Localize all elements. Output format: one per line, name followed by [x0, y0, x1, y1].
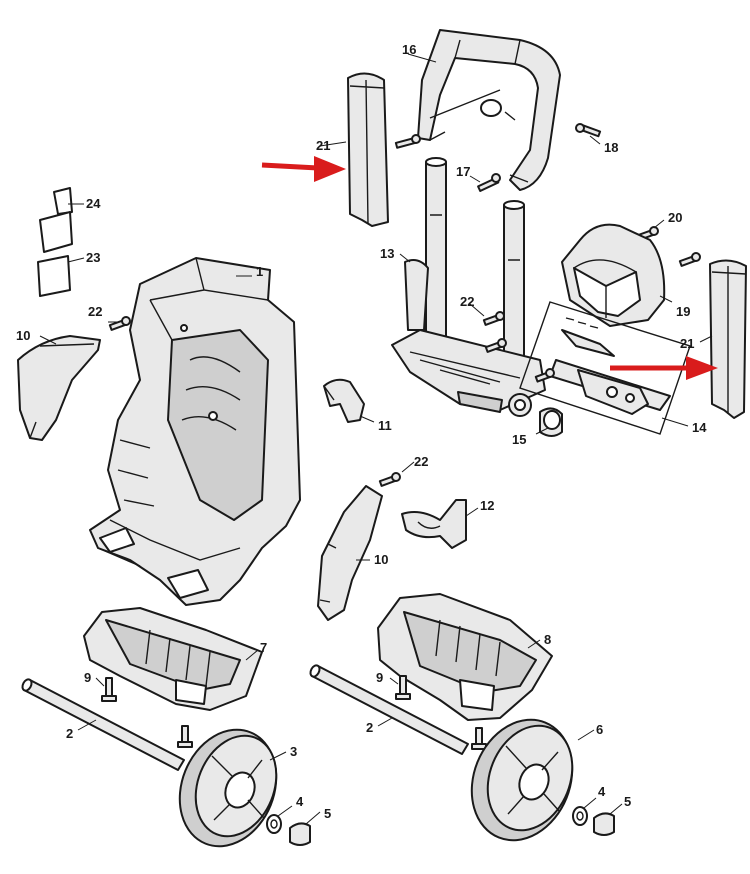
callout-2-right: 2 — [366, 720, 373, 735]
callout-19: 19 — [676, 304, 690, 319]
callout-24: 24 — [86, 196, 101, 211]
part-15-knob — [539, 407, 563, 437]
screw-right-lower — [534, 368, 555, 383]
part-17-screw — [477, 173, 501, 192]
frame-base-plate — [391, 329, 546, 413]
part-5-cap-right — [593, 812, 615, 836]
screw-right — [678, 252, 701, 267]
callout-8: 8 — [544, 632, 551, 647]
callout-2-left: 2 — [66, 726, 73, 741]
part-8-foot-right — [377, 593, 553, 721]
callout-9-left: 9 — [84, 670, 91, 685]
callout-23: 23 — [86, 250, 100, 265]
callout-5-left: 5 — [324, 806, 331, 821]
screw-under-axle-right — [471, 727, 487, 750]
callout-22-middle: 22 — [460, 294, 474, 309]
callout-21-left: 21 — [316, 138, 330, 153]
part-23-label — [37, 255, 71, 297]
callout-16: 16 — [402, 42, 416, 57]
callout-10-left: 10 — [16, 328, 30, 343]
callout-14: 14 — [692, 420, 707, 435]
part-22-screw-a — [108, 316, 131, 331]
part-21-cover-strip-right — [709, 259, 747, 419]
part-4-washer-left — [266, 814, 282, 834]
callout-22-left: 22 — [88, 304, 102, 319]
leader-lines — [39, 53, 713, 825]
part-22-screw-b — [482, 311, 505, 326]
callout-21-right: 21 — [680, 336, 694, 351]
callout-13: 13 — [380, 246, 394, 261]
part-2-axle-right — [309, 664, 469, 755]
part-9-screw-right — [395, 675, 411, 700]
screw-top-center — [394, 134, 421, 149]
callout-3: 3 — [290, 744, 297, 759]
callout-17: 17 — [456, 164, 470, 179]
callout-12: 12 — [480, 498, 494, 513]
part-3-wheel-left — [178, 728, 278, 848]
callout-10-right: 10 — [374, 552, 388, 567]
callout-15: 15 — [512, 432, 526, 447]
callout-7: 7 — [260, 640, 267, 655]
callout-1: 1 — [256, 264, 263, 279]
part-22-screw-c — [484, 338, 507, 353]
part-19-holder — [561, 223, 666, 327]
part-9-screw-left — [101, 677, 117, 702]
callout-18: 18 — [604, 140, 618, 155]
callout-11: 11 — [378, 418, 392, 433]
part-4-washer-right — [572, 806, 588, 826]
part-11-clip — [323, 378, 365, 423]
part-10-side-panel-right — [317, 485, 383, 621]
part-7-foot-left — [83, 607, 263, 711]
part-21-cover-strip-left — [347, 72, 389, 227]
tube-connector — [508, 393, 532, 417]
part-22-screw-d — [378, 472, 401, 487]
callout-4-left: 4 — [296, 794, 304, 809]
part-6-wheel-right — [470, 718, 574, 842]
part-12-holder — [401, 499, 467, 549]
screw-under-axle-left — [177, 725, 193, 748]
red-arrow-right — [610, 356, 718, 380]
callout-20: 20 — [668, 210, 682, 225]
red-arrow-left — [261, 156, 346, 182]
part-10-side-panel-left — [17, 335, 101, 441]
part-24-label — [39, 187, 73, 253]
callout-4-right: 4 — [598, 784, 606, 799]
part-13-hose-holder — [404, 259, 429, 331]
callout-6: 6 — [596, 722, 603, 737]
callout-labels: 1 2 2 3 4 4 5 5 6 7 8 9 9 10 10 11 12 13… — [16, 42, 707, 821]
part-16-handle — [417, 29, 561, 191]
callout-22-lower: 22 — [414, 454, 428, 469]
part-5-cap-left — [289, 822, 311, 846]
callout-9-right: 9 — [376, 670, 383, 685]
part-1-main-housing — [89, 257, 301, 606]
part-18-screw — [575, 123, 602, 138]
callout-5-right: 5 — [624, 794, 631, 809]
part-2-axle-left — [21, 678, 185, 771]
